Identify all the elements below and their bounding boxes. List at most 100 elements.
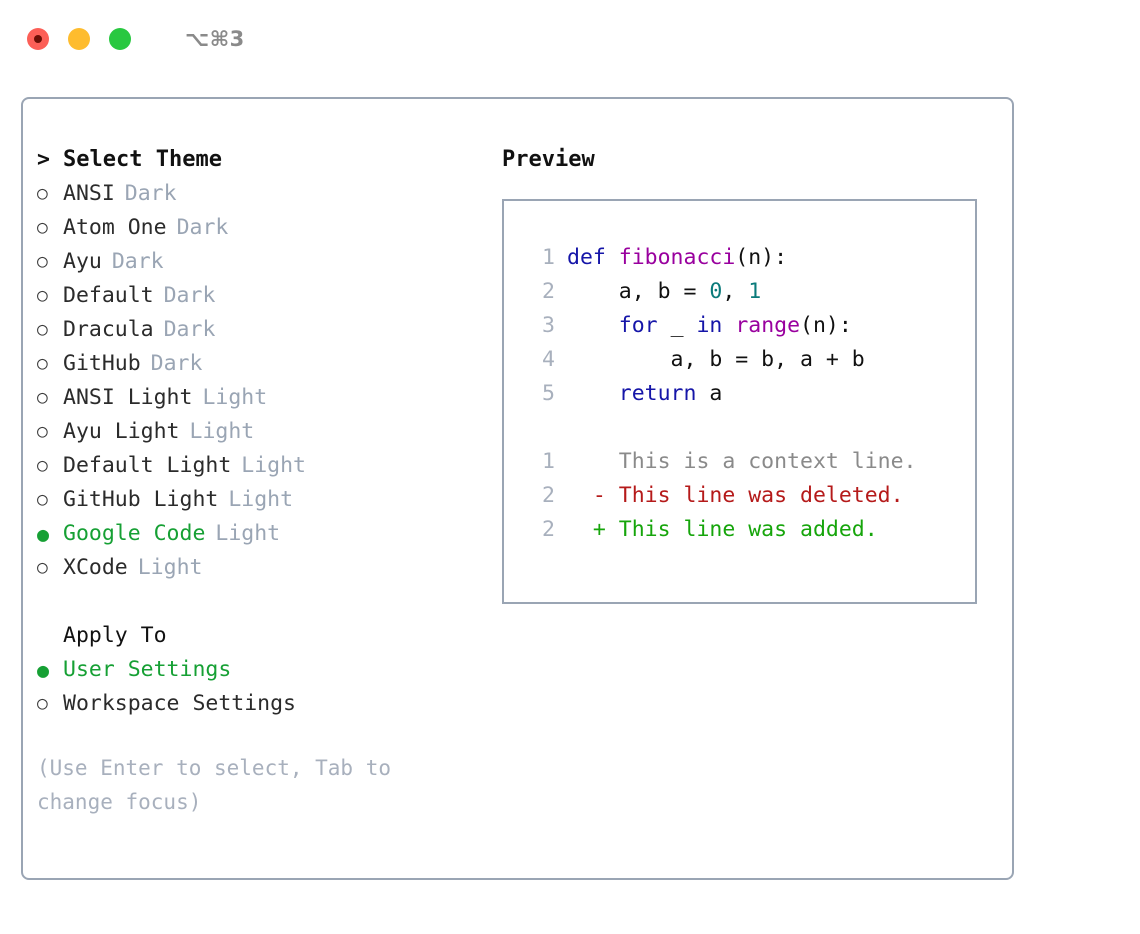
code-token-fn: fibonacci <box>618 245 736 270</box>
line-number: 5 <box>542 381 555 406</box>
code-token-plain: a, b = b, a + b <box>567 347 865 372</box>
radio-unselected-icon[interactable]: ○ <box>37 285 48 306</box>
theme-name: Default Light <box>63 453 232 478</box>
theme-name: GitHub <box>63 351 141 376</box>
theme-list-item[interactable]: ○ Default Light Light <box>37 449 487 483</box>
apply-to-option[interactable]: ● User Settings <box>37 653 487 687</box>
theme-name: Default <box>63 283 154 308</box>
prompt-caret-icon: > <box>37 147 50 172</box>
code-token-plain: (n): <box>800 313 852 338</box>
theme-list-item[interactable]: ○ Default Dark <box>37 279 487 313</box>
code-token-plain: , <box>722 279 749 304</box>
code-line-text: a, b = 0, 1 <box>567 275 761 309</box>
theme-kind-label: Light <box>202 385 268 410</box>
radio-unselected-icon[interactable]: ○ <box>37 489 48 510</box>
radio-unselected-icon[interactable]: ○ <box>37 557 48 578</box>
maximize-button-icon[interactable] <box>109 28 131 50</box>
code-token-num: 0 <box>709 279 723 304</box>
code-line-text: a, b = b, a + b <box>567 343 865 377</box>
diff-line: 1 This is a context line. <box>504 445 975 479</box>
code-token-plain: a <box>696 381 723 406</box>
diff-line: 2 - This line was deleted. <box>504 479 975 513</box>
code-line: 3 for _ in range(n): <box>504 309 975 343</box>
window-title: ⌥⌘3 <box>185 27 245 51</box>
theme-kind-label: Light <box>228 487 294 512</box>
code-line-text: for _ in range(n): <box>567 309 852 343</box>
theme-kind-label: Light <box>215 521 281 546</box>
theme-kind-label: Light <box>241 453 307 478</box>
line-number: 2 <box>542 483 555 508</box>
line-number: 3 <box>542 313 555 338</box>
diff-line-text: This is a context line. <box>567 449 917 474</box>
apply-to-label: Apply To <box>63 623 167 648</box>
traffic-light-controls <box>27 28 131 50</box>
close-button-icon[interactable] <box>27 28 49 50</box>
code-token-fn: range <box>735 313 801 338</box>
diff-line-text: + This line was added. <box>567 517 878 542</box>
diff-line: 2 + This line was added. <box>504 513 975 547</box>
theme-name: Dracula <box>63 317 154 342</box>
code-token-kw: for <box>618 313 658 338</box>
theme-name: Ayu <box>63 249 102 274</box>
radio-unselected-icon[interactable]: ○ <box>37 353 48 374</box>
select-theme-heading: > Select Theme <box>37 143 487 177</box>
theme-kind-label: Dark <box>163 283 216 308</box>
theme-kind-label: Dark <box>176 215 229 240</box>
apply-to-option[interactable]: ○Workspace Settings <box>37 687 487 721</box>
theme-name: GitHub Light <box>63 487 219 512</box>
code-token-kw: in <box>696 313 723 338</box>
radio-selected-icon[interactable]: ● <box>37 522 50 546</box>
preview-title: Preview <box>502 147 595 172</box>
theme-name: ANSI <box>63 181 115 206</box>
code-token-num: 1 <box>748 279 762 304</box>
minimize-button-icon[interactable] <box>68 28 90 50</box>
theme-list-item[interactable]: ○ ANSI Light Light <box>37 381 487 415</box>
radio-unselected-icon[interactable]: ○ <box>37 183 48 204</box>
radio-unselected-icon[interactable]: ○ <box>37 421 48 442</box>
theme-name: Atom One <box>63 215 167 240</box>
code-token-kw: return <box>618 381 697 406</box>
code-line: 2 a, b = 0, 1 <box>504 275 975 309</box>
code-line: 5 return a <box>504 377 975 411</box>
theme-list-item[interactable]: ○ Atom One Dark <box>37 211 487 245</box>
line-number: 4 <box>542 347 555 372</box>
radio-unselected-icon[interactable]: ○ <box>37 319 48 340</box>
line-number: 2 <box>542 517 555 542</box>
radio-unselected-icon[interactable]: ○ <box>37 217 48 238</box>
radio-unselected-icon[interactable]: ○ <box>37 693 48 714</box>
theme-name: Ayu Light <box>63 419 180 444</box>
select-theme-label: Select Theme <box>63 147 222 172</box>
line-number: 2 <box>542 279 555 304</box>
line-number: 1 <box>542 245 555 270</box>
radio-unselected-icon[interactable]: ○ <box>37 251 48 272</box>
radio-unselected-icon[interactable]: ○ <box>37 387 48 408</box>
theme-name: ANSI Light <box>63 385 193 410</box>
code-token-plain: a, b = <box>567 279 710 304</box>
apply-to-marker-placeholder: ○ <box>37 619 63 653</box>
apply-to-option-label: User Settings <box>63 657 232 682</box>
apply-to-heading: ○ Apply To <box>37 619 487 653</box>
theme-list-item[interactable]: ○ GitHub Light Light <box>37 483 487 517</box>
radio-unselected-icon[interactable]: ○ <box>37 455 48 476</box>
apply-to-options: ● User Settings ○Workspace Settings <box>37 653 487 721</box>
radio-selected-icon[interactable]: ● <box>37 658 50 682</box>
code-token-plain: _ <box>657 313 697 338</box>
theme-name: XCode <box>63 555 128 580</box>
code-token-plain <box>567 381 619 406</box>
diff-line-text: - This line was deleted. <box>567 483 904 508</box>
code-token-plain <box>567 313 619 338</box>
code-line: 4 a, b = b, a + b <box>504 343 975 377</box>
